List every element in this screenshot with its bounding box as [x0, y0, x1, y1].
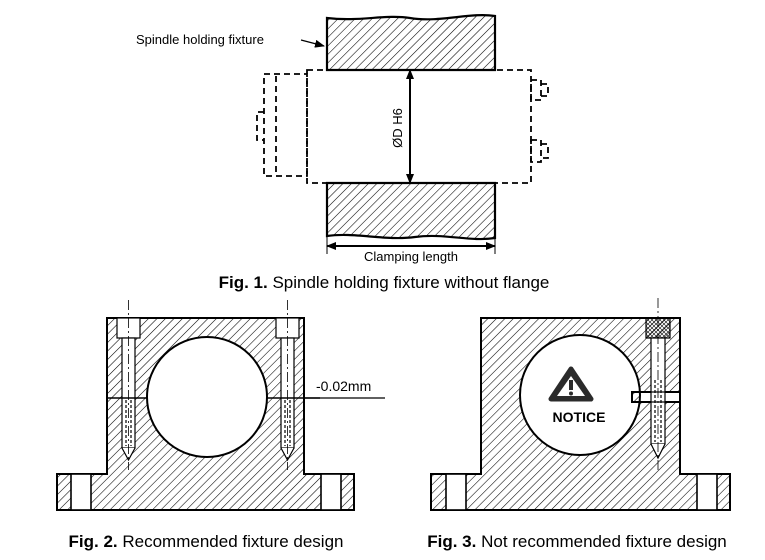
fig1-callout-leader	[300, 39, 325, 48]
fig3-notice-label: NOTICE	[553, 409, 606, 425]
fig1-length-label: Clamping length	[364, 249, 458, 264]
fig2-slot-left	[70, 473, 92, 511]
fig2-screw-right	[275, 300, 300, 470]
fig3-screw	[645, 298, 671, 470]
fig3-not-recommended-fixture: NOTICE Fig. 3. Not recommended fixture d…	[427, 298, 731, 551]
fig2-fixture-body	[56, 317, 355, 511]
fig2-caption: Fig. 2. Recommended fixture design	[69, 532, 344, 551]
fig3-caption-text: Not recommended fixture design	[476, 532, 726, 551]
fig1-lower-block	[325, 181, 497, 241]
fig1-caption-text: Spindle holding fixture without flange	[268, 273, 550, 292]
warning-icon	[548, 366, 594, 402]
fig1-diameter-label: ØD H6	[390, 108, 405, 148]
fig2-caption-bold: Fig. 2.	[69, 532, 118, 551]
fig1-callout-label: Spindle holding fixture	[136, 32, 264, 47]
fig2-screw-left	[116, 300, 141, 470]
fig3-slot-right	[696, 473, 718, 511]
fig2-recommended-fixture: -0.02mm Fig. 2. Recommended fixture desi…	[56, 300, 385, 551]
fig3-caption: Fig. 3. Not recommended fixture design	[427, 532, 727, 551]
fig2-slot-right	[320, 473, 342, 511]
fig2-tolerance-label: -0.02mm	[316, 378, 371, 394]
fig2-caption-text: Recommended fixture design	[118, 532, 344, 551]
fig1-caption-bold: Fig. 1.	[219, 273, 268, 292]
fig3-slot-left	[445, 473, 467, 511]
fig3-caption-bold: Fig. 3.	[427, 532, 476, 551]
fig1-caption: Fig. 1. Spindle holding fixture without …	[219, 273, 550, 292]
fig1-upper-block	[325, 14, 497, 72]
fig1-spindle-fixture: ØD H6 Spindle holding fixture Clamping l…	[136, 14, 550, 292]
fig1-spindle-hidden	[256, 69, 549, 184]
